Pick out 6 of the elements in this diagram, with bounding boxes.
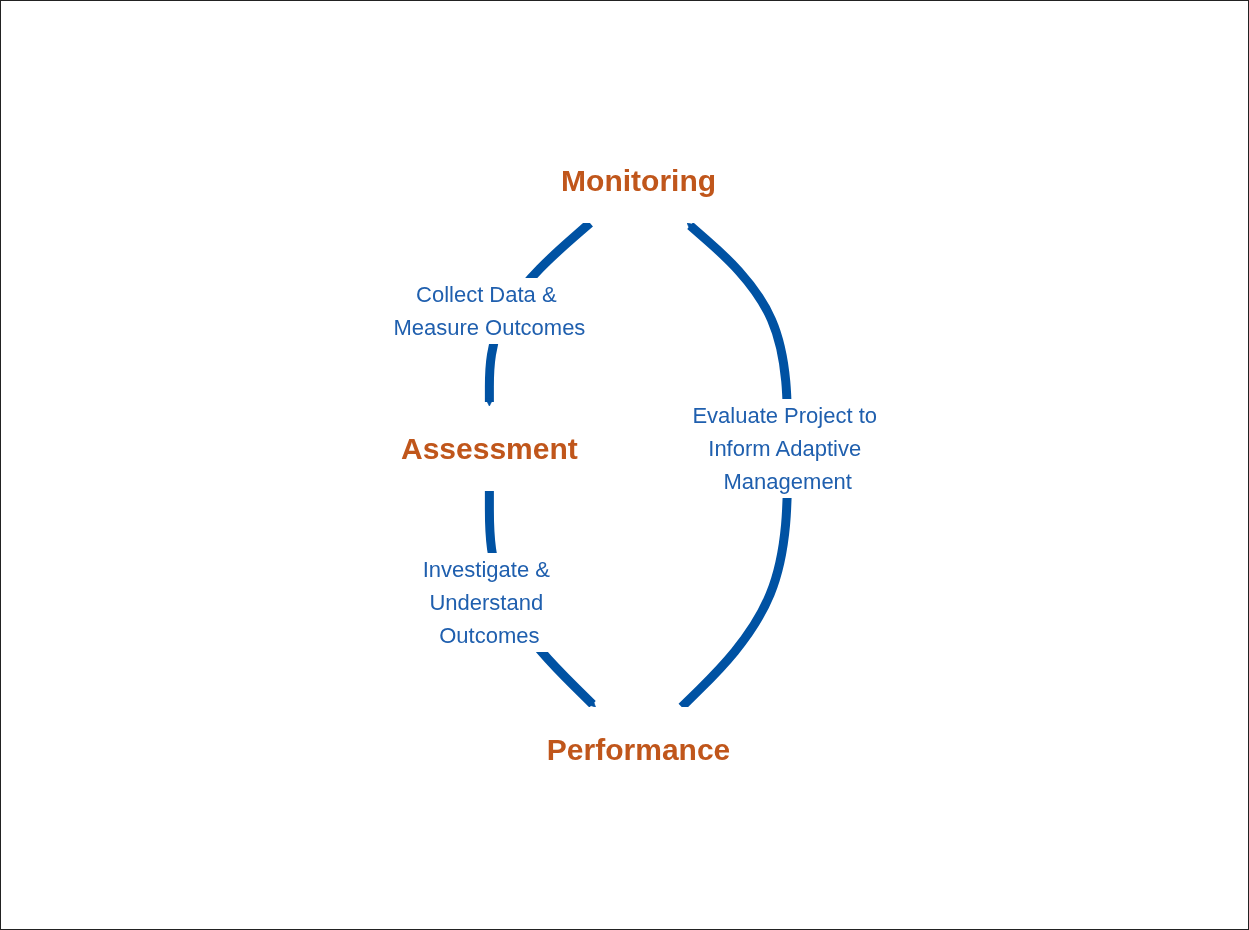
edge-label: Collect Data & Measure Outcomes (393, 282, 586, 340)
node-text: Assessment (401, 432, 578, 465)
node-text: Performance (546, 733, 731, 766)
edge-label: Evaluate Project to Inform Adaptive Management (692, 403, 878, 494)
edge-label: Investigate & Understand Outcomes (422, 557, 551, 648)
node-text: Monitoring (561, 164, 717, 197)
